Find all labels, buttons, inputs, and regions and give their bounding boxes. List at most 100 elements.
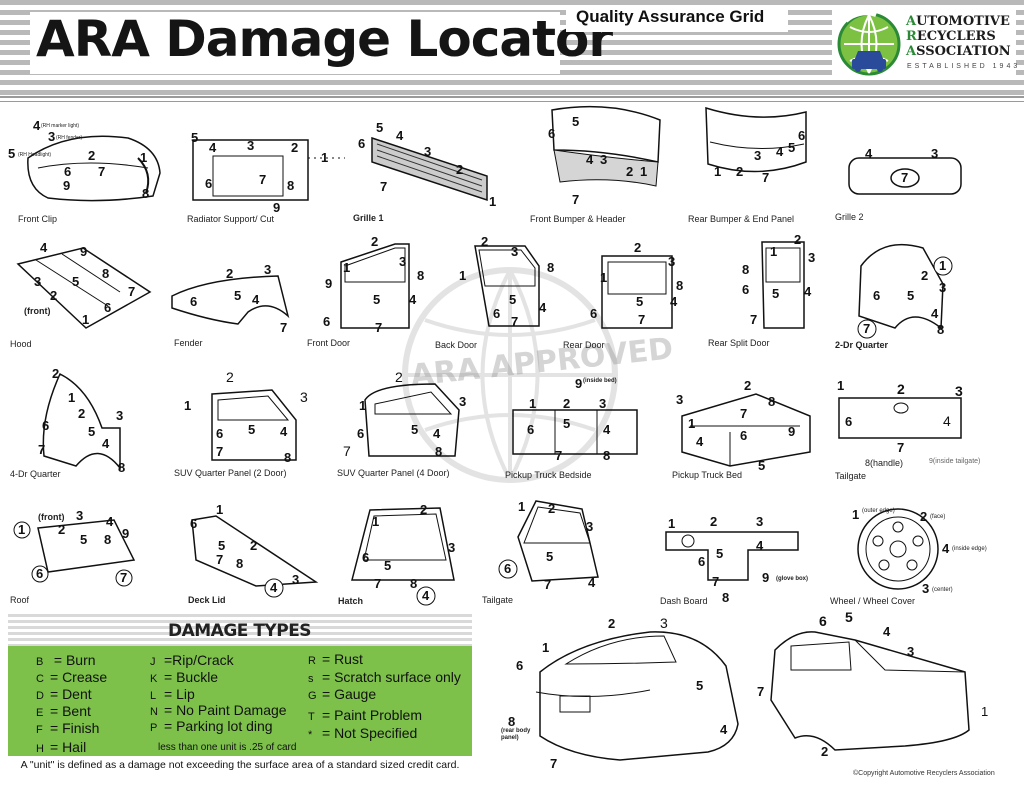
svg-text:4: 4 <box>586 152 594 167</box>
svg-text:9: 9 <box>575 376 582 391</box>
svg-text:4: 4 <box>696 434 704 449</box>
svg-text:1: 1 <box>600 270 607 285</box>
rear-car-diagram-icon: 12 3 654 87 <box>508 615 739 771</box>
svg-text:2: 2 <box>563 396 570 411</box>
svg-text:4: 4 <box>804 284 812 299</box>
svg-text:1: 1 <box>688 416 695 431</box>
svg-text:5: 5 <box>373 292 380 307</box>
svg-text:3: 3 <box>300 389 308 405</box>
part-label: Back Door <box>435 340 478 350</box>
svg-text:6: 6 <box>819 613 827 629</box>
svg-text:6: 6 <box>104 300 111 315</box>
part-label: Front Clip <box>18 214 58 224</box>
svg-text:6: 6 <box>323 314 330 329</box>
svg-text:8: 8 <box>410 576 417 591</box>
svg-text:2: 2 <box>626 164 633 179</box>
svg-text:2: 2 <box>920 509 927 524</box>
page-title: ARA Damage Locator <box>36 10 613 68</box>
svg-text:8: 8 <box>118 460 125 475</box>
svg-text:1: 1 <box>852 507 859 522</box>
svg-text:5: 5 <box>636 294 643 309</box>
page-subtitle: Quality Assurance Grid <box>576 7 765 26</box>
svg-text:1: 1 <box>372 514 379 529</box>
svg-text:2: 2 <box>88 148 95 163</box>
part-label: Pickup Truck Bedside <box>505 470 592 480</box>
svg-text:2: 2 <box>744 378 751 393</box>
svg-text:1: 1 <box>343 260 350 275</box>
svg-text:7: 7 <box>374 576 381 591</box>
svg-text:6: 6 <box>590 306 597 321</box>
svg-text:6: 6 <box>190 294 197 309</box>
back-door-diagram-icon: 231 854 67 <box>459 234 554 329</box>
part-label: Grille 1 <box>353 213 384 223</box>
svg-text:4: 4 <box>209 140 217 155</box>
svg-text:8: 8 <box>937 322 944 337</box>
svg-text:7: 7 <box>550 756 557 771</box>
part-label: Radiator Support/ Cut <box>187 214 275 224</box>
svg-text:7: 7 <box>511 314 518 329</box>
svg-text:6: 6 <box>516 658 523 673</box>
svg-text:2: 2 <box>821 744 828 759</box>
svg-text:4: 4 <box>433 426 441 441</box>
svg-text:2: 2 <box>548 501 555 516</box>
svg-text:3: 3 <box>676 392 683 407</box>
legend-item: T= Paint Problem <box>308 707 422 723</box>
svg-text:4: 4 <box>883 624 891 639</box>
svg-text:6: 6 <box>358 136 365 151</box>
part-label: Tailgate <box>482 595 514 605</box>
svg-text:3: 3 <box>599 396 606 411</box>
legend-item: E= Bent <box>36 703 91 719</box>
svg-text:7: 7 <box>375 320 382 335</box>
svg-text:4: 4 <box>865 146 873 161</box>
svg-text:7: 7 <box>555 448 562 463</box>
svg-text:8: 8 <box>102 266 109 281</box>
divider <box>0 96 1024 98</box>
svg-text:8: 8 <box>547 260 554 275</box>
title-backdrop <box>30 12 560 74</box>
rear-bumper-diagram-icon: 654 321 7 <box>705 106 807 185</box>
svg-text:2: 2 <box>481 234 488 249</box>
svg-text:6: 6 <box>873 288 880 303</box>
svg-text:7: 7 <box>863 321 870 336</box>
svg-text:5: 5 <box>72 274 79 289</box>
header: ARA Damage Locator Quality Assurance Gri… <box>0 0 1024 95</box>
svg-text:8: 8 <box>104 532 111 547</box>
svg-text:5: 5 <box>772 286 779 301</box>
svg-text:7: 7 <box>750 312 757 327</box>
svg-text:4: 4 <box>422 588 430 603</box>
copyright: ©Copyright Automotive Recyclers Associat… <box>853 770 995 777</box>
svg-text:6: 6 <box>504 561 511 576</box>
svg-text:7: 7 <box>740 406 747 421</box>
legend-title: DAMAGE TYPES <box>168 621 312 641</box>
svg-text:1: 1 <box>489 194 496 209</box>
legend-item: G= Gauge <box>308 686 377 702</box>
legend-item: K= Buckle <box>150 669 219 685</box>
svg-text:3: 3 <box>600 152 607 167</box>
svg-text:2: 2 <box>395 369 403 385</box>
svg-text:1: 1 <box>981 704 988 719</box>
svg-text:2: 2 <box>226 369 234 385</box>
svg-text:9: 9 <box>63 178 70 193</box>
svg-text:5: 5 <box>88 424 95 439</box>
svg-text:6: 6 <box>42 418 49 433</box>
svg-text:4: 4 <box>943 413 951 429</box>
svg-text:8: 8 <box>287 178 294 193</box>
svg-text:5: 5 <box>563 416 570 431</box>
svg-text:7: 7 <box>544 577 551 592</box>
